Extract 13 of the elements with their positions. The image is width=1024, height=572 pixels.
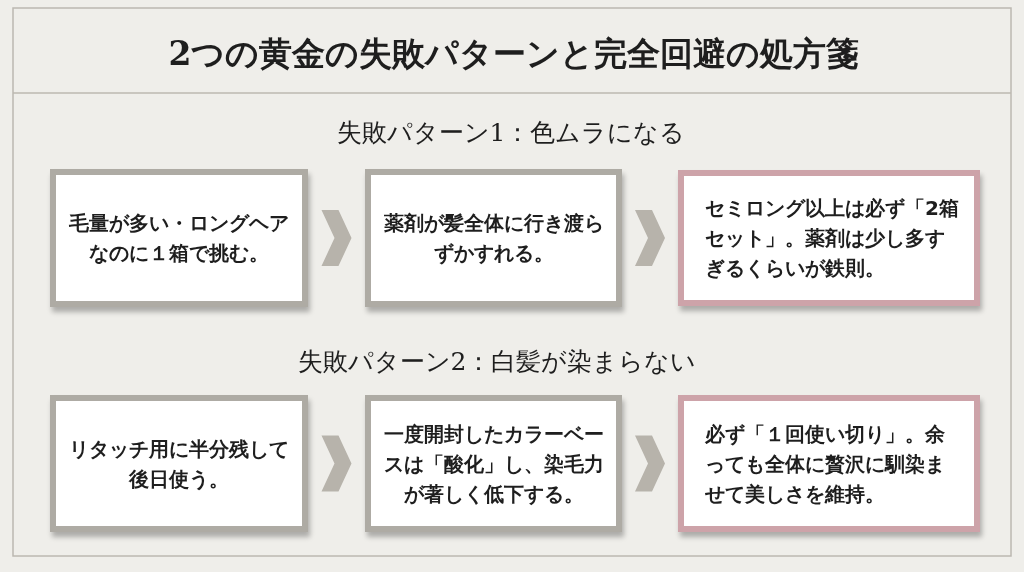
chevron-arrow [635,435,665,492]
chevron-arrow [321,210,352,266]
process-box: 一度開封したカラーベースは「酸化」し、染毛力が著しく低下する。 [365,395,622,532]
process-box: 毛量が多い・ロングヘアなのに１箱で挑む。 [50,169,308,307]
process-box: 必ず「１回使い切り」。余っても全体に贅沢に馴染ませて美しさを維持。 [678,395,980,532]
process-box: セミロング以上は必ず「2箱セット」。薬剤は少し多すぎるくらいが鉄則。 [678,170,980,306]
process-box: リタッチ用に半分残して後日使う。 [50,395,308,532]
section-heading: 失敗パターン2：白髪が染まらない [297,346,697,378]
chevron-arrow [635,210,665,266]
chevron-arrow [321,435,352,492]
title: 2つの黄金の失敗パターンと完全回避の処方箋 [168,34,860,74]
process-box: 薬剤が髪全体に行き渡らずかすれる。 [365,169,622,307]
section-heading: 失敗パターン1：色ムラになる [336,117,686,149]
